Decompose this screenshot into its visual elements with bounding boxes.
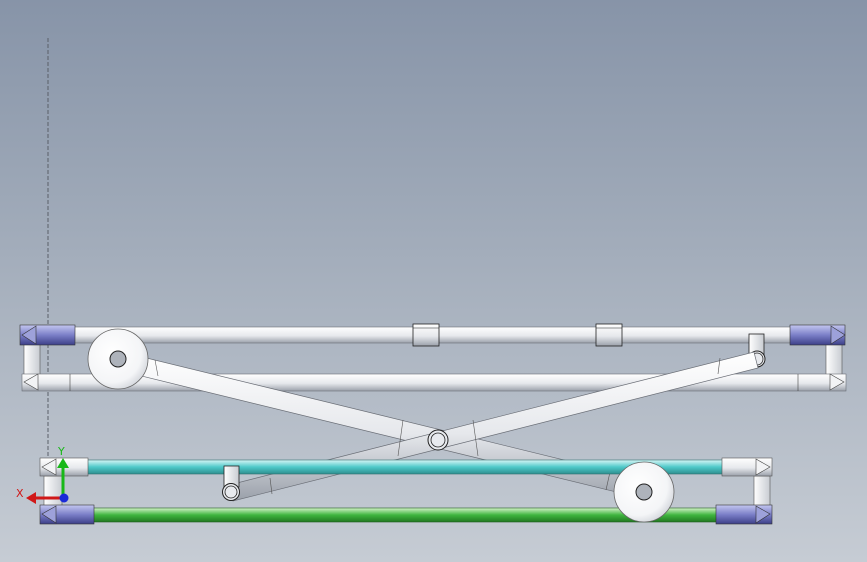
y-axis-arrow-icon [57,458,69,468]
top-lower-left-tip [23,373,39,391]
bottom-right-wheel-axle [635,483,653,501]
top-upper-right-cap-tip [830,325,846,345]
top-rail-bracket-2 [595,323,623,347]
top-frame-left-post [23,343,41,376]
top-upper-left-cap-tip [21,325,37,345]
top-lower-right-tip [829,373,845,391]
bottom-frame[interactable] [39,457,773,525]
bottom-right-wheel[interactable] [613,461,675,523]
top-frame-right-post [825,343,843,376]
top-left-wheel-axle [109,350,127,368]
y-axis-label: Y [57,445,65,458]
top-rail-bracket-1 [412,323,440,347]
x-axis-label: X [16,487,24,500]
coordinate-triad-icon: Y X [16,445,69,504]
top-left-wheel[interactable] [87,328,149,390]
bottom-frame-left-post [43,475,63,507]
bottom-frame-right-post [753,475,771,507]
z-axis-dot-icon [59,493,69,503]
x-axis-arrow-icon [26,492,36,504]
